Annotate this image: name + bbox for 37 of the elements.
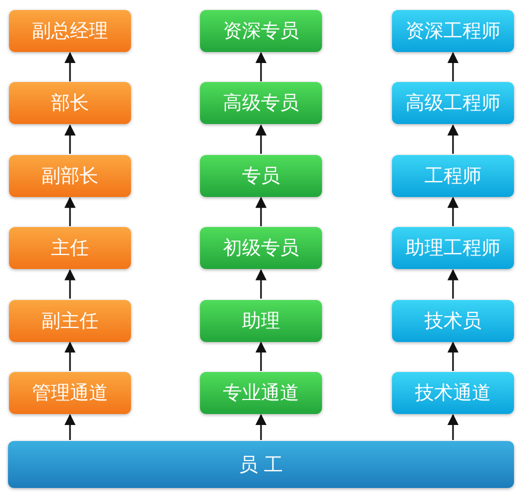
arrow xyxy=(64,341,76,371)
arrow xyxy=(447,414,459,440)
position-box: 主任 xyxy=(9,227,131,270)
position-box: 高级专员 xyxy=(200,82,322,124)
position-box: 副总经理 xyxy=(9,10,131,52)
arrow xyxy=(255,269,267,299)
arrow xyxy=(447,52,459,82)
position-box: 资深专员 xyxy=(200,10,322,52)
position-box: 初级专员 xyxy=(200,227,322,270)
position-box: 助理 xyxy=(200,300,322,342)
position-box: 副主任 xyxy=(9,300,131,342)
position-box: 管理通道 xyxy=(9,372,131,414)
arrow xyxy=(447,341,459,371)
position-box: 助理工程师 xyxy=(392,227,514,270)
position-box: 技术通道 xyxy=(392,372,514,414)
arrow xyxy=(255,52,267,82)
arrow xyxy=(447,196,459,226)
arrow xyxy=(255,414,267,440)
position-box: 高级工程师 xyxy=(392,82,514,124)
arrow xyxy=(255,341,267,371)
arrow xyxy=(64,269,76,299)
position-box: 专业通道 xyxy=(200,372,322,414)
arrow xyxy=(447,269,459,299)
arrow xyxy=(64,124,76,154)
position-box: 资深工程师 xyxy=(392,10,514,52)
position-box: 专员 xyxy=(200,154,322,197)
base-bar: 员 工 xyxy=(8,441,514,488)
position-box: 工程师 xyxy=(392,154,514,197)
arrow xyxy=(255,124,267,154)
arrow xyxy=(64,196,76,226)
arrow xyxy=(447,124,459,154)
position-box: 技术员 xyxy=(392,300,514,342)
position-box: 副部长 xyxy=(9,154,131,197)
arrow xyxy=(64,52,76,82)
arrow xyxy=(255,196,267,226)
position-box: 部长 xyxy=(9,82,131,124)
arrow xyxy=(64,414,76,440)
